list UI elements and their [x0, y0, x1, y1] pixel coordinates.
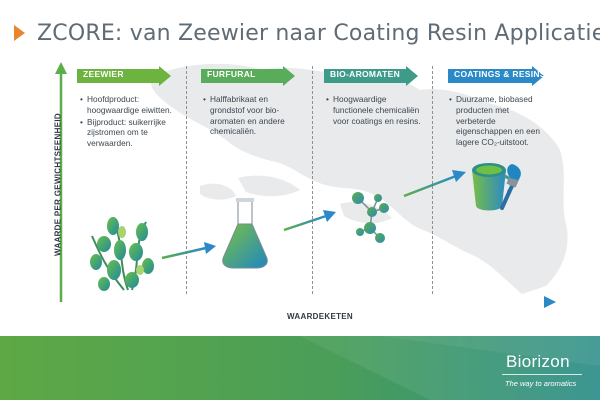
stage-divider: [312, 66, 313, 294]
flow-arrow: [283, 210, 336, 232]
list-item: Halffabrikaat en grondstof voor bio-arom…: [203, 94, 303, 137]
list-item: Duurzame, biobased producten met verbete…: [449, 94, 549, 148]
stage-label: BIO-AROMATEN: [330, 69, 401, 79]
stage-arrow-coatings-resins: COATINGS & RESINS: [448, 66, 546, 86]
paint-brush-icon: [500, 164, 521, 210]
page-title: ZCORE: van Zeewier naar Coating Resin Ap…: [37, 20, 600, 46]
paint-bucket-icon: [472, 163, 513, 211]
axes: [55, 62, 556, 308]
brand-tagline: The way to aromatics: [505, 379, 577, 388]
stage-label: ZEEWIER: [83, 69, 124, 79]
stage-divider: [432, 66, 433, 294]
seaweed-icon: [90, 217, 154, 291]
y-axis: [55, 62, 67, 302]
stage-divider: [186, 66, 187, 294]
stage-label: FURFURAL: [207, 69, 256, 79]
flask-icon: [222, 198, 268, 269]
stage-label: COATINGS & RESINS: [454, 69, 546, 79]
illustrations: [90, 163, 521, 291]
stage-bullets-furfural: Halffabrikaat en grondstof voor bio-arom…: [203, 94, 303, 138]
flow-arrow: [161, 242, 216, 260]
stage-arrow-furfural: FURFURAL: [201, 66, 295, 86]
stage-bullets-coatings-resins: Duurzame, biobased producten met verbete…: [449, 94, 549, 149]
title-marker-icon: [14, 25, 25, 41]
list-item: Hoogwaardige functionele chemicaliën voo…: [326, 94, 426, 126]
list-item: Bijproduct: suikerrijke zijstromen om te…: [80, 117, 180, 149]
flow-arrow: [403, 170, 466, 198]
x-axis: [60, 296, 556, 308]
stage-bullets-zeewier: Hoofdproduct: hoogwaardige eiwitten. Bij…: [80, 94, 180, 150]
x-axis-label: WAARDEKETEN: [287, 312, 353, 321]
stage-arrow-zeewier: ZEEWIER: [77, 66, 171, 86]
stage-arrow-bio-aromaten: BIO-AROMATEN: [324, 66, 418, 86]
footer-band: [0, 336, 600, 400]
title-row: ZCORE: van Zeewier naar Coating Resin Ap…: [14, 16, 600, 50]
brand-logo: Biorizon: [506, 352, 570, 371]
molecule-icon: [352, 192, 389, 243]
list-item: Hoofdproduct: hoogwaardige eiwitten.: [80, 94, 180, 116]
divider: [502, 374, 582, 375]
stage-bullets-bio-aromaten: Hoogwaardige functionele chemicaliën voo…: [326, 94, 426, 127]
